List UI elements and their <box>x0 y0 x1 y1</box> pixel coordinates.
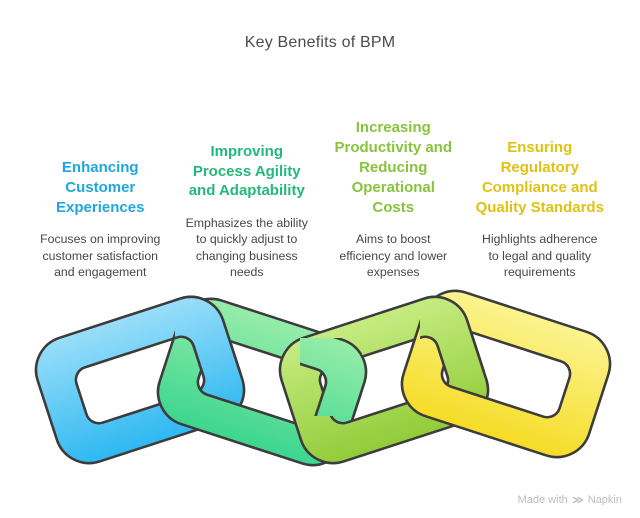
benefit-heading-4: Ensuring Regulatory Compliance and Quali… <box>475 139 604 216</box>
benefit-column-1: Enhancing Customer Experiences Focuses o… <box>36 62 165 280</box>
made-with-napkin-badge[interactable]: Made with Napkin <box>518 494 622 506</box>
benefit-heading-1: Enhancing Customer Experiences <box>56 158 145 216</box>
benefit-column-3: Increasing Productivity and Reducing Ope… <box>329 62 458 280</box>
watermark-prefix: Made with <box>517 494 568 506</box>
benefit-column-2: Improving Process Agility and Adaptabili… <box>183 62 312 280</box>
benefit-description-4: Highlights adherence to legal and qualit… <box>481 232 598 279</box>
watermark-brand: Napkin <box>587 494 622 506</box>
benefit-description-3: Aims to boost efficiency and lower expen… <box>339 232 448 279</box>
benefit-description-1: Focuses on improving customer satisfacti… <box>40 232 161 279</box>
napkin-logo-icon <box>572 496 583 504</box>
chain-illustration <box>0 283 640 498</box>
page-title: Key Benefits of BPM <box>244 34 396 51</box>
benefit-description-2: Emphasizes the ability to quickly adjust… <box>185 216 308 279</box>
benefit-heading-2: Improving Process Agility and Adaptabili… <box>188 142 305 200</box>
benefit-heading-3: Increasing Productivity and Reducing Ope… <box>334 119 453 216</box>
chain-links-group <box>25 283 621 476</box>
benefit-column-4: Ensuring Regulatory Compliance and Quali… <box>476 62 605 280</box>
benefit-columns: Enhancing Customer Experiences Focuses o… <box>36 62 604 280</box>
